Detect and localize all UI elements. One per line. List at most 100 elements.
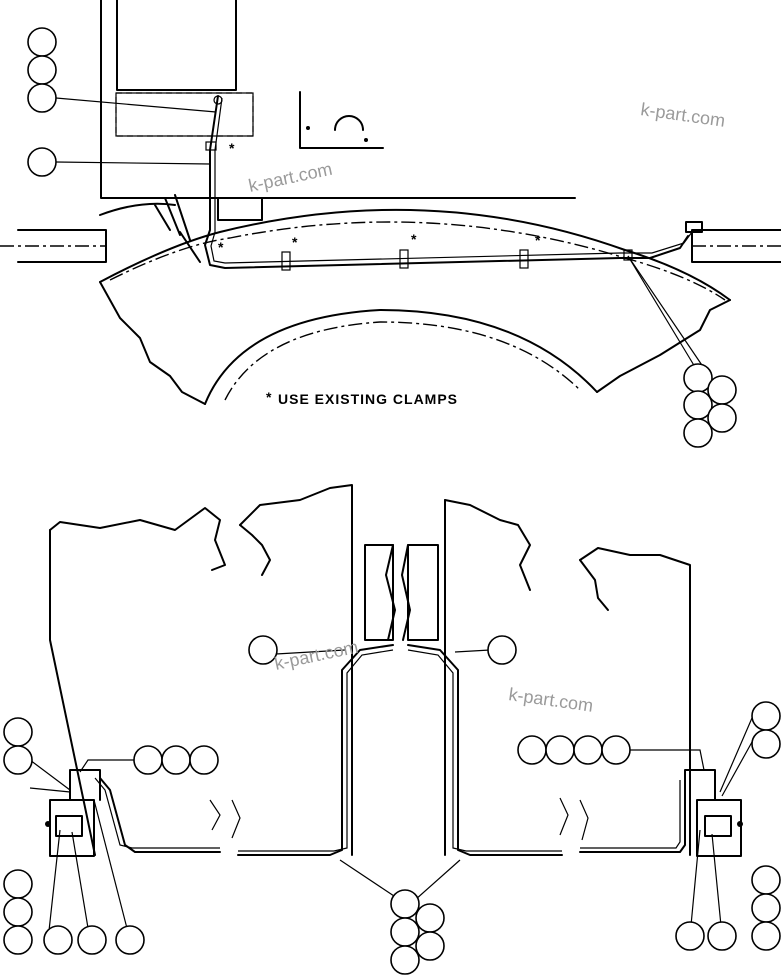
leader-line	[47, 799, 131, 941]
reservoir-right-cap	[704, 815, 732, 837]
callout-balloon	[751, 865, 781, 895]
tube-run-right-center-2	[407, 649, 562, 852]
crossmember-right	[407, 544, 439, 641]
callout-balloon	[3, 925, 33, 955]
clamp-marker: *	[229, 140, 235, 156]
leader-line	[627, 255, 699, 373]
callout-balloon	[115, 925, 145, 955]
hose-tube	[204, 95, 689, 269]
bracket-plate-slot	[334, 115, 364, 131]
reservoir-left-cap	[55, 815, 83, 837]
callout-balloon	[545, 735, 575, 765]
callout-balloon	[161, 745, 191, 775]
bracket-hole	[364, 138, 368, 142]
callout-balloon	[415, 931, 445, 961]
leader-line	[689, 829, 723, 937]
leader-line	[79, 759, 134, 773]
callout-balloon	[189, 745, 219, 775]
leader-line	[719, 717, 753, 797]
callout-balloon	[43, 925, 73, 955]
bracket-plate	[299, 91, 384, 149]
tube-run-left-lower-2	[94, 777, 220, 849]
watermark: k-part.com	[639, 99, 726, 131]
watermark: k-part.com	[507, 684, 594, 716]
callout-balloon	[3, 717, 33, 747]
panel-right-crack	[579, 559, 609, 611]
leader-line	[339, 859, 461, 901]
callout-balloon	[707, 375, 737, 405]
clamp	[623, 249, 633, 261]
callout-balloon	[751, 729, 781, 759]
leader-line	[454, 649, 491, 653]
callout-balloon	[573, 735, 603, 765]
callout-balloon	[415, 903, 445, 933]
leader-line	[29, 759, 71, 793]
leader-line	[275, 649, 346, 655]
callout-balloon	[27, 27, 57, 57]
tube-run-left-center	[237, 644, 394, 856]
reservoir-dashed-box	[115, 92, 254, 137]
reservoir-right	[696, 799, 742, 857]
fitting	[213, 95, 223, 105]
callout-balloon	[77, 925, 107, 955]
callout-balloon	[675, 921, 705, 951]
hose-tube-parallel	[210, 97, 693, 264]
note-text: USE EXISTING CLAMPS	[278, 391, 458, 407]
hose-end-fitting	[685, 221, 703, 233]
callout-balloon	[27, 83, 57, 113]
fender-outer	[99, 208, 731, 301]
clamp-marker: *	[411, 231, 417, 247]
cab-outline	[100, 0, 576, 199]
callout-balloon	[3, 745, 33, 775]
wheel-arch	[204, 309, 598, 405]
clamp-marker: *	[292, 234, 298, 250]
note-asterisk: *	[266, 389, 272, 405]
top-fender-view: * * * * * * USE EXISTING CLAMPS k-part.c…	[0, 0, 781, 448]
cab-inner-panel	[116, 0, 237, 91]
callout-balloon	[390, 945, 420, 975]
fender-centerline	[109, 221, 726, 301]
watermark: k-part.com	[273, 637, 360, 674]
callout-balloon	[390, 889, 420, 919]
callout-balloon	[27, 147, 57, 177]
callout-balloon	[248, 635, 278, 665]
wheel-arch-centerline	[224, 321, 581, 401]
panel-right-tear	[579, 547, 691, 856]
crossmember-break	[385, 544, 411, 641]
clamp-marker: *	[535, 232, 541, 248]
fender-lower-left	[99, 281, 206, 405]
callout-balloon	[517, 735, 547, 765]
tube-run-left-lower	[99, 777, 221, 853]
clamp	[399, 249, 409, 269]
callout-balloon	[601, 735, 631, 765]
junction-box	[217, 197, 263, 221]
reservoir-panel	[115, 92, 254, 137]
crossmember-left	[364, 544, 394, 641]
callout-balloon	[3, 897, 33, 927]
clamp	[519, 249, 529, 269]
leader-line	[55, 97, 217, 113]
leader-line	[55, 161, 211, 165]
panel-mid-crack	[239, 524, 271, 576]
callout-balloon	[487, 635, 517, 665]
callout-balloon	[751, 893, 781, 923]
tube-run-left-center-2	[238, 649, 394, 852]
panel-left-outline	[49, 507, 226, 571]
reservoir-right-neck	[684, 769, 716, 801]
callout-balloon	[27, 55, 57, 85]
leader-line	[627, 255, 713, 381]
reservoir-left	[49, 799, 95, 857]
callout-balloon	[707, 921, 737, 951]
wire-loom	[99, 194, 201, 263]
callout-balloon	[707, 403, 737, 433]
callout-balloon	[751, 701, 781, 731]
bracket-hole	[306, 126, 310, 130]
panel-mid-tear	[239, 484, 353, 856]
tube-run-right-lower-2	[580, 780, 681, 849]
watermark: k-part.com	[247, 159, 334, 196]
clamp	[281, 251, 291, 271]
clamp-marker: *	[218, 239, 224, 255]
drain-plug	[45, 821, 51, 827]
clamp-upper	[205, 141, 217, 151]
